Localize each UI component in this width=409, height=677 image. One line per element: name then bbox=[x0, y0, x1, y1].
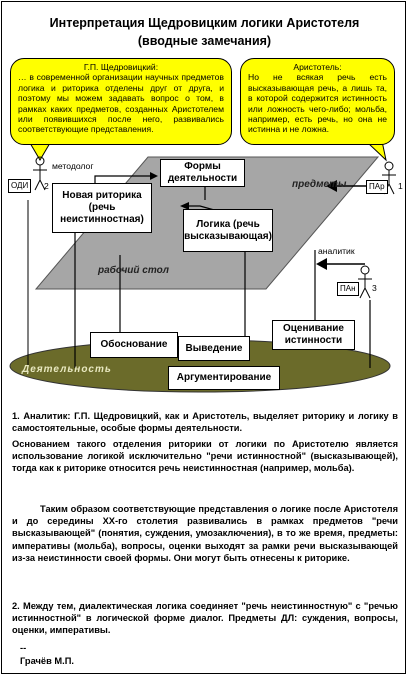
methodologist-label: методолог bbox=[52, 161, 94, 171]
odi-tag: ОДИ bbox=[8, 179, 32, 193]
par-tag: ПАр bbox=[366, 180, 388, 194]
paragraph-1: 1. Аналитик: Г.П. Щедровицкий, как и Ари… bbox=[12, 411, 398, 434]
analyst-label: аналитик bbox=[318, 246, 355, 256]
shchedrovitsky-quote-heading: Г.П. Щедровицкий: bbox=[83, 62, 159, 72]
aristotle-quote-bubble: Аристотель: Но не всякая речь есть выска… bbox=[240, 58, 395, 145]
logic-box: Логика (речь высказывающая) bbox=[183, 209, 273, 252]
methodologist-figure bbox=[33, 156, 47, 191]
analyst-figure bbox=[358, 265, 372, 299]
dash-line: -- bbox=[20, 643, 27, 653]
page-title: Интерпретация Щедровицким логики Аристот… bbox=[0, 14, 409, 50]
pan-tag: ПАн bbox=[337, 282, 359, 296]
activity-forms-box: Формы деятельности bbox=[160, 159, 245, 187]
truth-evaluation-box: Оценивание истинности bbox=[272, 320, 355, 350]
worktable-label: рабочий стол bbox=[98, 265, 169, 276]
paragraph-3: Таким образом соответствующие представле… bbox=[12, 504, 398, 563]
title-line-2: (вводные замечания) bbox=[137, 34, 272, 48]
paragraph-2: Основанием такого отделения риторики от … bbox=[12, 439, 398, 474]
activity-label: Деятельность bbox=[22, 364, 112, 375]
par-number: 1 bbox=[398, 181, 403, 191]
title-line-1: Интерпретация Щедровицким логики Аристот… bbox=[49, 16, 360, 30]
aristotle-quote-heading: Аристотель: bbox=[293, 62, 342, 72]
justification-box: Обоснование bbox=[90, 332, 178, 358]
subjects-label: предметы bbox=[292, 179, 347, 190]
argumentation-box: Аргументирование bbox=[168, 366, 280, 390]
author: Грачёв М.П. bbox=[20, 656, 74, 666]
new-rhetoric-box: Новая риторика (речь неистинностная) bbox=[52, 183, 152, 233]
odi-number: 2 bbox=[44, 181, 49, 191]
aristotle-quote-text: Но не всякая речь есть высказывающая реч… bbox=[248, 72, 387, 135]
paragraph-4: 2. Между тем, диалектическая логика соед… bbox=[12, 601, 398, 636]
shchedrovitsky-quote-bubble: Г.П. Щедровицкий: … в современной органи… bbox=[10, 58, 232, 145]
shchedrovitsky-quote-text: … в современной организации научных пред… bbox=[18, 72, 224, 135]
pan-number: 3 bbox=[372, 283, 377, 293]
derivation-box: Выведение bbox=[178, 336, 250, 361]
